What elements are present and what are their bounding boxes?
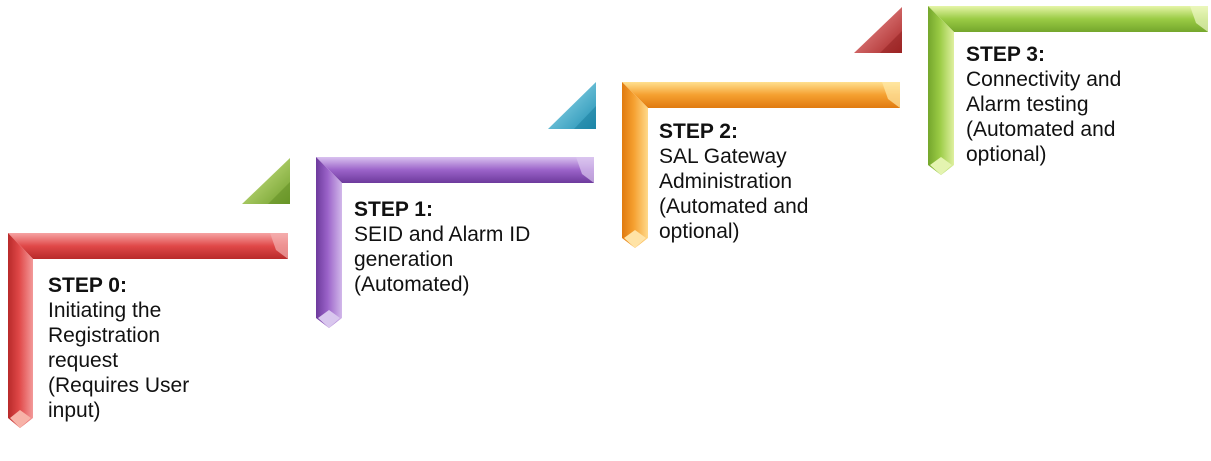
red-triangle-marker [854, 7, 902, 53]
step-3-title: STEP 3: [966, 43, 1045, 66]
step-1-text: STEP 1: SEID and Alarm ID generation (Au… [354, 197, 584, 297]
step-3-description: Connectivity and Alarm testing (Automate… [966, 68, 1122, 166]
step-3-text: STEP 3: Connectivity and Alarm testing (… [966, 42, 1201, 167]
step2-bracket [622, 82, 900, 248]
blue-triangle-marker [548, 82, 596, 129]
step-2-description: SAL Gateway Administration (Automated an… [659, 145, 809, 243]
step-0-title: STEP 0: [48, 274, 127, 297]
step3-bracket [928, 6, 1208, 175]
step0-bracket [8, 233, 288, 428]
step-0-description: Initiating the Registration request (Req… [48, 299, 190, 422]
step-1-title: STEP 1: [354, 198, 433, 221]
step-0-text: STEP 0: Initiating the Registration requ… [48, 273, 238, 423]
green-triangle-marker [242, 158, 290, 204]
step1-bracket [316, 157, 594, 328]
step-2-title: STEP 2: [659, 120, 738, 143]
step-1-description: SEID and Alarm ID generation (Automated) [354, 223, 531, 296]
step-2-text: STEP 2: SAL Gateway Administration (Auto… [659, 119, 889, 244]
